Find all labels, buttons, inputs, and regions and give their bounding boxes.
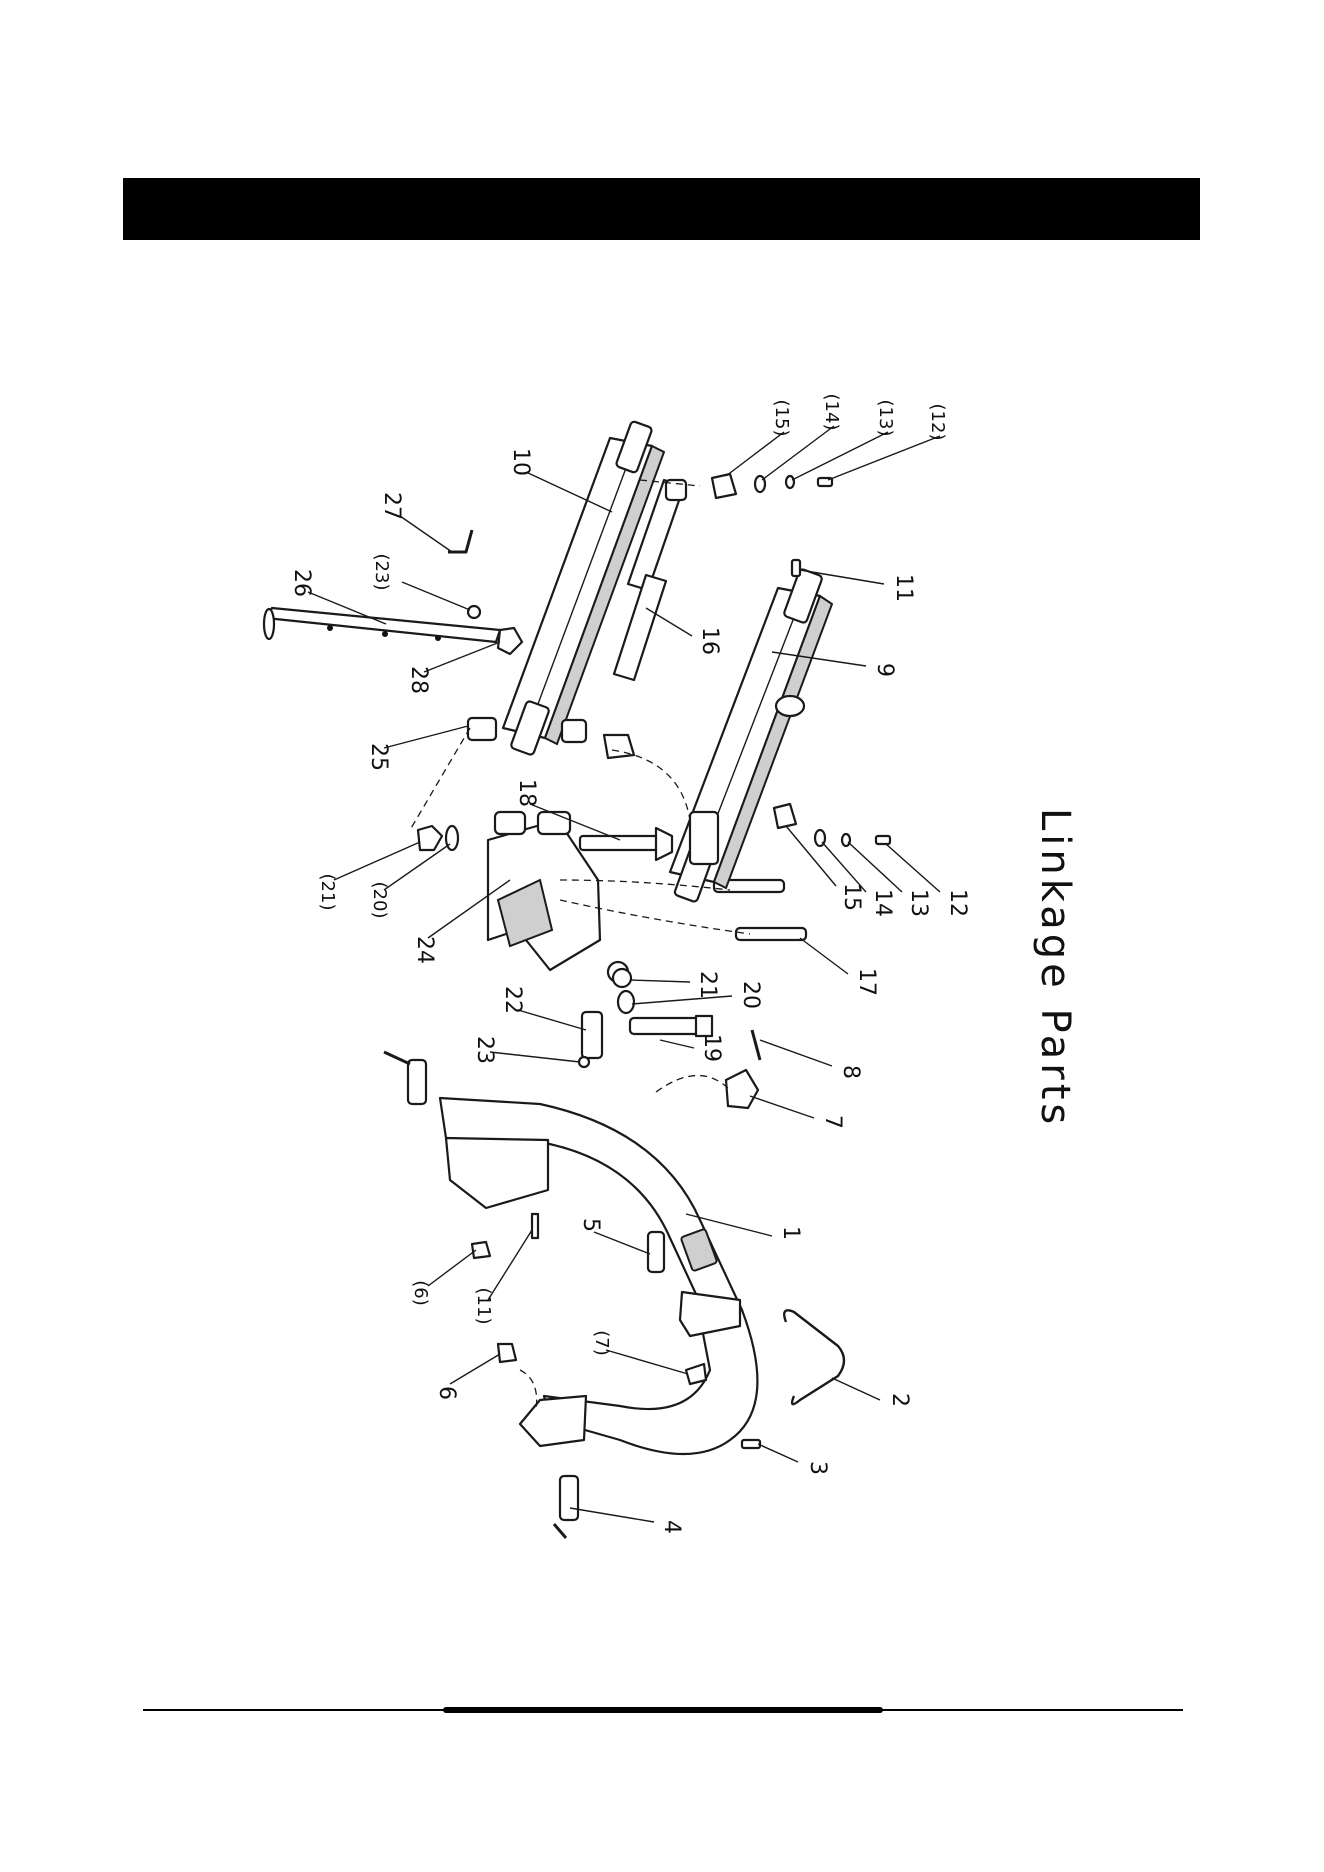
part-7a-block [686, 1364, 706, 1384]
callout-c23: 23 [472, 1036, 497, 1064]
footer-rule-thick [443, 1707, 883, 1713]
callout-c11a: (11) [473, 1288, 494, 1325]
part-upper-pin [384, 1052, 426, 1104]
part-25-bushing [468, 718, 496, 740]
part-2-hook [784, 1310, 844, 1404]
callout-c15a: (15) [771, 400, 792, 437]
callout-c17: 17 [854, 968, 879, 996]
callout-c5: 5 [578, 1218, 603, 1232]
callout-c14a: (14) [821, 394, 842, 431]
callout-c23a: (23) [371, 554, 392, 591]
callout-c27: 27 [379, 492, 404, 520]
callout-c22: 22 [500, 986, 525, 1014]
callout-c19: 19 [699, 1034, 724, 1062]
callout-c24: 24 [412, 936, 437, 964]
callout-c20: 20 [738, 981, 763, 1009]
part-23-clip [468, 606, 480, 618]
callout-c4: 4 [659, 1520, 684, 1534]
part-20-washer-upper [446, 826, 458, 850]
callout-c21a: (21) [317, 874, 338, 911]
callout-c12: 12 [945, 889, 970, 917]
callout-c2: 2 [887, 1393, 912, 1407]
part-1-main-frame [440, 1098, 757, 1454]
part-19-pin [630, 1016, 712, 1036]
callout-c13: 13 [906, 889, 931, 917]
part-28-knob [498, 628, 522, 654]
callout-c6: 6 [434, 1386, 459, 1400]
part-26-shaft [264, 608, 500, 642]
part-13-lower [842, 834, 850, 846]
part-20-washer [618, 991, 634, 1013]
callout-c7: 7 [820, 1115, 845, 1129]
part-15-lower [774, 804, 796, 828]
callout-c26: 26 [289, 569, 314, 597]
part-6-cap [498, 1344, 516, 1362]
part-3-screw [742, 1440, 760, 1448]
part-7-block [726, 1070, 758, 1108]
part-5-pin [648, 1232, 664, 1272]
callout-c10: 10 [508, 448, 533, 476]
callout-c18: 18 [514, 779, 539, 807]
part-4-pin [554, 1476, 578, 1538]
part-23-clip-lower [579, 1057, 589, 1067]
part-21-nut [613, 969, 631, 987]
part-15-upper [712, 474, 736, 498]
part-18-bolt [580, 828, 672, 860]
part-12-lower [876, 836, 890, 844]
part-6a-cap [472, 1242, 490, 1258]
callout-c20a: (20) [369, 882, 390, 919]
callout-c25: 25 [366, 743, 391, 771]
callout-c8: 8 [838, 1065, 863, 1079]
page-title: Linkage Parts [1032, 808, 1078, 1128]
callout-c1: 1 [778, 1226, 803, 1240]
callout-c9: 9 [872, 663, 897, 677]
part-11-upper [792, 560, 800, 576]
callout-c12a: (12) [927, 404, 948, 441]
part-22-pin [582, 1012, 602, 1058]
part-27-pin [448, 530, 472, 552]
callout-c21: 21 [695, 971, 720, 999]
callout-c16: 16 [697, 627, 722, 655]
callout-c6a: (6) [410, 1280, 431, 1306]
callout-c28: 28 [406, 666, 431, 694]
part-21-nut-upper [418, 826, 442, 850]
callout-c11: 11 [891, 574, 916, 602]
callout-c15: 15 [839, 883, 864, 911]
callout-c7a: (7) [591, 1330, 612, 1356]
callout-c3: 3 [805, 1461, 830, 1475]
part-8-screw [752, 1030, 760, 1060]
callout-c14: 14 [870, 889, 895, 917]
part-13-upper [786, 476, 794, 488]
part-11-screw [532, 1214, 538, 1238]
callout-c13a: (13) [875, 400, 896, 437]
footer-rule [143, 1707, 1183, 1713]
